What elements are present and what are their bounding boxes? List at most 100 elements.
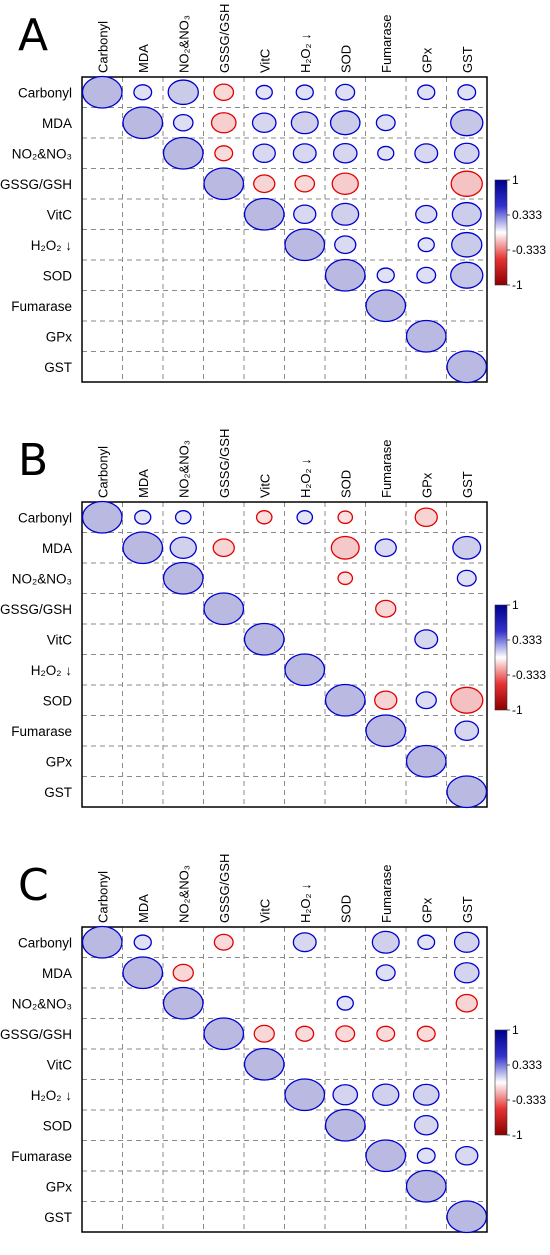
- correlation-circle: [290, 111, 319, 135]
- correlation-circle: [255, 510, 273, 525]
- row-label: GST: [44, 360, 72, 375]
- column-label: VitC: [257, 49, 272, 73]
- correlation-circle: [81, 75, 123, 109]
- colorbar: [494, 179, 508, 286]
- colorbar-tick-label: 1: [512, 598, 519, 612]
- column-label: Carbonyl: [95, 21, 110, 73]
- row-label: NO₂&NO₃: [12, 146, 72, 161]
- correlation-circle: [324, 683, 366, 717]
- correlation-circle: [335, 1025, 356, 1043]
- row-label: Carbonyl: [18, 935, 72, 950]
- column-label: MDA: [136, 894, 151, 923]
- correlation-circle: [332, 1084, 359, 1106]
- correlation-circle: [81, 500, 123, 534]
- column-label: GST: [460, 471, 475, 498]
- row-label: GSSG/GSH: [0, 1027, 72, 1042]
- correlation-circle: [451, 231, 483, 258]
- correlation-circle: [405, 744, 447, 778]
- row-label: H₂O₂ ↓: [31, 1088, 72, 1103]
- row-label: NO₂&NO₃: [12, 996, 72, 1011]
- correlation-circle: [451, 201, 482, 227]
- colorbar-tick-label: 1: [512, 1023, 519, 1037]
- row-label: MDA: [42, 116, 72, 131]
- column-label: GST: [460, 46, 475, 73]
- correlation-circle: [214, 145, 234, 162]
- correlation-circle: [457, 84, 477, 101]
- correlation-circle: [295, 84, 314, 101]
- correlation-circle: [213, 83, 235, 102]
- row-label: SOD: [43, 1118, 73, 1133]
- column-label: VitC: [257, 899, 272, 923]
- colorbar-tick-label: 0.333: [512, 1058, 542, 1072]
- correlation-circle: [452, 535, 482, 560]
- correlation-circle: [412, 1083, 440, 1106]
- correlation-circle: [294, 174, 316, 193]
- row-label: GST: [44, 785, 72, 800]
- correlation-circle: [332, 142, 358, 164]
- row-label: Carbonyl: [18, 510, 72, 525]
- row-label: SOD: [43, 268, 73, 283]
- correlation-circle: [417, 934, 436, 950]
- correlation-circle: [162, 561, 204, 595]
- correlation-circle: [169, 536, 197, 560]
- correlation-circle: [81, 925, 123, 959]
- correlation-circle: [414, 629, 439, 650]
- row-label: MDA: [42, 541, 72, 556]
- correlation-circle: [416, 266, 437, 284]
- row-label: GST: [44, 1210, 72, 1225]
- correlation-circle: [210, 112, 237, 134]
- column-label: MDA: [136, 44, 151, 73]
- column-label: GPx: [419, 47, 434, 73]
- correlation-circle: [134, 509, 152, 525]
- column-label: NO₂&NO₃: [176, 440, 191, 498]
- column-label: H₂O₂ ↓: [298, 883, 313, 923]
- correlation-circle: [336, 995, 354, 1011]
- row-label: GSSG/GSH: [0, 177, 72, 192]
- correlation-circle: [174, 510, 192, 525]
- correlation-circle: [413, 1114, 439, 1136]
- correlation-circle: [415, 204, 438, 224]
- row-label: SOD: [43, 693, 73, 708]
- correlation-circle: [374, 690, 398, 711]
- column-label: Fumarase: [379, 439, 394, 498]
- correlation-circle: [172, 963, 194, 982]
- row-label: MDA: [42, 966, 72, 981]
- correlation-circle: [375, 964, 396, 982]
- correlation-circle: [331, 202, 360, 226]
- column-label: NO₂&NO₃: [176, 15, 191, 73]
- colorbar-tick-label: 0.333: [512, 633, 542, 647]
- correlation-circle: [456, 569, 477, 587]
- correlation-circle: [450, 109, 484, 137]
- correlation-circle: [203, 167, 245, 201]
- correlation-circle: [374, 538, 397, 558]
- colorbar-tick-label: -0.333: [512, 243, 546, 257]
- column-label: SOD: [338, 45, 353, 73]
- correlation-circle: [252, 143, 276, 164]
- row-label: VitC: [47, 632, 73, 647]
- correlation-circle: [365, 289, 407, 323]
- correlation-circle: [212, 538, 235, 558]
- correlation-circle: [243, 622, 285, 656]
- column-label: GSSG/GSH: [217, 429, 232, 498]
- correlation-circle: [375, 599, 397, 618]
- correlation-circle: [453, 962, 480, 984]
- correlation-circle: [454, 720, 480, 742]
- plot-frame: [81, 926, 488, 1233]
- correlation-circle: [253, 174, 276, 194]
- colorbar: [494, 604, 508, 711]
- correlation-circle: [450, 686, 484, 714]
- column-label: GST: [460, 896, 475, 923]
- correlation-circle: [284, 653, 326, 687]
- correlation-circle: [365, 714, 407, 748]
- row-label: GPx: [46, 1179, 73, 1194]
- row-label: VitC: [47, 1057, 73, 1072]
- correlation-circle: [292, 932, 317, 953]
- correlation-circle: [162, 986, 204, 1020]
- colorbar-tick-label: 1: [512, 173, 519, 187]
- correlation-circle: [324, 258, 366, 292]
- column-label: SOD: [338, 470, 353, 498]
- correlation-circle: [371, 930, 400, 954]
- correlation-circle: [330, 535, 360, 560]
- correlation-circle: [122, 956, 164, 990]
